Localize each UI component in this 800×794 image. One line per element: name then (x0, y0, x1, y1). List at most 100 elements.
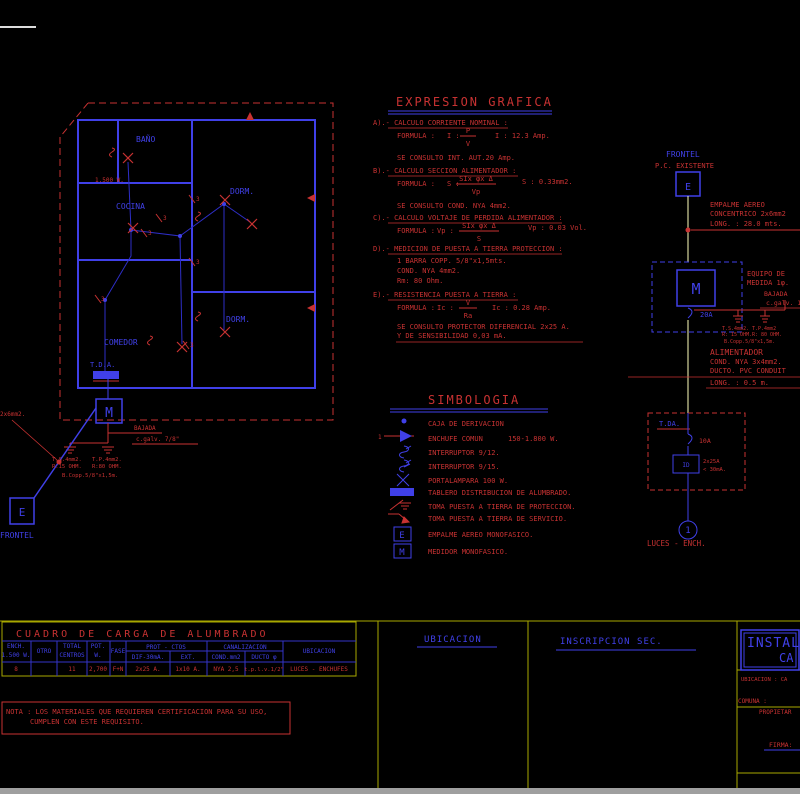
conductor-count: 3 (196, 196, 200, 203)
calc-b-den: Vp (472, 188, 480, 196)
frontel-label-plan: FRONTEL (0, 531, 34, 540)
stamp-title-2: CA (779, 651, 794, 665)
empalme-label-2: CONCENTRICO 2x6mm2 (710, 210, 786, 218)
legend-item-label: ENCHUFE COMUN (428, 435, 483, 443)
earth-protection-icon (389, 499, 411, 511)
conductor-count: 3 (101, 296, 105, 303)
panel-ubicacion-title: UBICACION (424, 635, 482, 645)
simbologia-title: SIMBOLOGIA (428, 393, 520, 407)
alimentador-1: ALIMENTADOR (710, 348, 763, 357)
stamp-box-inner (743, 632, 797, 668)
legend-item-label: TOMA PUESTA A TIERRA DE PROTECCION. (428, 503, 576, 511)
calc-a-result: I : 12.3 Amp. (495, 132, 550, 140)
col-header-canal: CANALIZACION (223, 644, 267, 651)
calc-a-num: P (466, 127, 470, 135)
expresion-grafica-section (388, 110, 583, 343)
calc-a-den: V (466, 140, 471, 148)
riser-bajada-2: c.galv. 1 (766, 299, 800, 307)
riser-ts-2: R: 15 OHM. (722, 332, 752, 338)
meter-letter: M (399, 548, 405, 558)
equipo-medida-1: EQUIPO DE (747, 270, 785, 278)
row-ext: 1x10 A. (175, 666, 200, 673)
tda-enclosure (647, 412, 746, 491)
riser-bajada-grounds (694, 300, 800, 323)
col-header-ducto: DUCTO φ (251, 654, 277, 661)
stamp-propietario: PROPIETAR (759, 709, 792, 716)
empalme-label-1: EMPALME AEREO (710, 201, 765, 209)
calc-c-result: Vp : 0.03 Vol. (528, 224, 587, 232)
formula-label: FORMULA : (397, 227, 435, 235)
breaker-10a-icon (687, 433, 693, 445)
circuit-node (678, 520, 698, 540)
stamp-comuna: COMUNA : (738, 698, 767, 705)
col-header-pot: POT. (91, 643, 105, 650)
legend-item-label: EMPALME AEREO MONOFASICO. (428, 531, 533, 539)
equipo-medida-2: MEDIDA 1φ. (747, 279, 789, 287)
calc-d-line3: Rm: 80 Ohm. (397, 277, 443, 285)
tda-label: T.DA. (659, 420, 680, 428)
calc-b-note: SE CONSULTO COND. NYA 4mm2. (397, 202, 511, 210)
plan-tp-2: R:80 OHM. (92, 464, 122, 470)
col-header-ubicacion: UBICACION (303, 648, 336, 655)
stamp-box-outer (740, 629, 800, 671)
splice-node (685, 227, 691, 233)
calc-d-line1: 1 BARRA COPP. 5/8"x1,5mts. (397, 257, 507, 265)
stamp-title-1: INSTALA (747, 636, 800, 651)
col-header-dif: DIF-30mA. (132, 654, 165, 661)
calc-c-lhs: Vp : (437, 227, 454, 235)
splice-node (56, 459, 62, 465)
title-block-lines (0, 620, 800, 788)
row-pot: 2,700 (89, 666, 107, 673)
calc-b-lhs: S : (447, 180, 460, 188)
riser-tp-1: T.P.4mm2 (752, 326, 776, 332)
row-dif: 2x25 A. (135, 666, 160, 673)
row-ducto: t.p.l.v.1/2" (244, 667, 284, 673)
stamp-firma: FIRMA: (769, 741, 792, 749)
pc-existente-label: P.C. EXISTENTE (655, 162, 714, 170)
riser-ts-1: T.S.4mm2. (722, 326, 749, 332)
calc-e-num: V (466, 299, 471, 307)
row-fase: F+N (113, 666, 124, 673)
load-table-grid (2, 640, 356, 676)
calc-e-note2: Y DE SENSIBILIDAD 0,03 mA. (397, 332, 507, 340)
splice-box-icon (393, 526, 412, 542)
calc-a-head: A).- CALCULO CORRIENTE NOMINAL : (373, 119, 508, 127)
col-header-fase: FASE (111, 648, 126, 655)
nota-line2: CUMPLEN CON ESTE REQUISITO. (30, 718, 144, 726)
differential-rating: 2x25A (703, 459, 720, 465)
circuit-number: 1 (685, 526, 690, 536)
plan-tp-1: T.P.4mm2. (92, 457, 122, 463)
col-header-prot: PROT - CTOS (146, 644, 186, 651)
room-label-bano: BAÑO (136, 134, 155, 144)
riser-diagram (628, 171, 800, 540)
differential-sensitivity: < 30mA. (703, 467, 726, 473)
conductor-count: 3 (196, 259, 200, 266)
floor-plan (9, 102, 334, 525)
alimentador-2: COND. NYA 3x4mm2. (710, 358, 782, 366)
row-ench: 8 (14, 666, 18, 673)
legend-item-label: MEDIDOR MONOFASICO. (428, 548, 508, 556)
col-header-total-2: CENTROS (59, 652, 85, 659)
riser-barra: B.Copp.5/8"x1,5m. (724, 339, 775, 345)
calc-e-head: E).- RESISTENCIA PUESTA A TIERRA : (373, 291, 516, 299)
pole-letter: E (19, 506, 26, 519)
col-header-ench: ENCH. (7, 643, 25, 650)
legend-item-label: INTERRUPTOR 9/15. (428, 463, 500, 471)
switch-9-15-icon (405, 459, 412, 464)
bottom-bar (0, 788, 800, 794)
walls (77, 119, 316, 389)
lamp-holder-icon (396, 473, 410, 487)
differential-letters: ID (682, 462, 690, 469)
legend-item-label: INTERRUPTOR 9/12. (428, 449, 500, 457)
simbologia-section (384, 408, 548, 559)
meter-letter: M (105, 406, 113, 421)
tda-label: T.D.A. (90, 361, 115, 369)
crosshair-tick (0, 26, 36, 28)
load-table-title: CUADRO DE CARGA DE ALUMBRADO (16, 629, 269, 640)
load-table-border (1, 621, 357, 677)
head-underlines (388, 127, 583, 343)
col-header-ext: EXT. (181, 654, 195, 661)
riser-tp-2: R: 80 OHM. (752, 332, 782, 338)
